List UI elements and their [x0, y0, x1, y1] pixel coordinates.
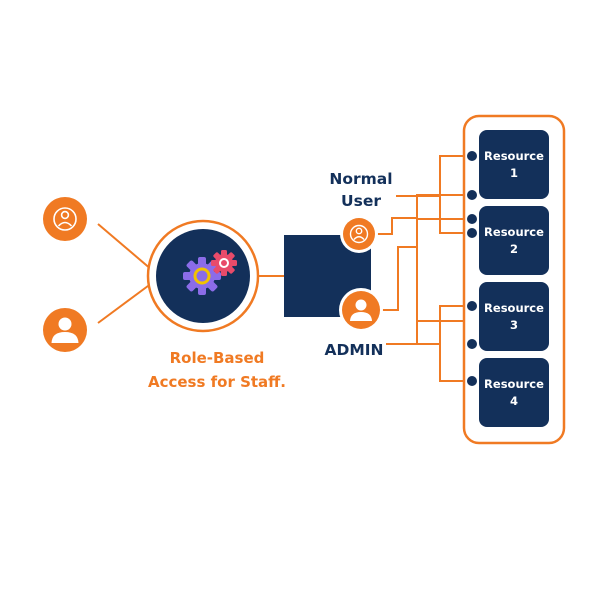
connector-user-admin	[376, 246, 417, 311]
normal-user-line2: User	[341, 192, 381, 210]
connector-admin-r4	[439, 344, 468, 382]
resource-name: Resource	[484, 224, 544, 239]
resource-number: 4	[509, 393, 518, 408]
connector-staff-top	[97, 223, 153, 271]
resource-name: Resource	[484, 300, 544, 315]
dot-r1-top	[467, 151, 477, 161]
center-label-line2: Access for Staff.	[147, 373, 287, 391]
normal-user-line1: Normal	[329, 170, 393, 188]
dot-r3-top	[467, 301, 477, 311]
admin-user-icon	[339, 288, 383, 332]
dot-r2-bottom	[467, 228, 477, 238]
connector-normal-bus	[396, 155, 468, 197]
dot-r2-top	[467, 214, 477, 224]
center-label-line1: Role-Based	[169, 349, 265, 367]
connector-dots	[467, 151, 477, 386]
resource-box-2[interactable]: Resource 2	[479, 206, 549, 275]
rbac-hub	[146, 219, 260, 333]
dot-r3-bottom	[467, 339, 477, 349]
center-label: Role-Based Access for Staff.	[122, 346, 312, 394]
resource-box-1[interactable]: Resource 1	[479, 130, 549, 199]
connector-staff-bottom	[97, 282, 153, 324]
gear-icon	[183, 250, 237, 295]
connector-user-normal	[376, 217, 417, 235]
admin-label: ADMIN	[324, 341, 384, 359]
resource-box-3[interactable]: Resource 3	[479, 282, 549, 351]
dot-r1-bottom	[467, 190, 477, 200]
resource-number: 2	[509, 241, 518, 256]
staff-user-top	[43, 197, 87, 241]
resource-name: Resource	[484, 376, 544, 391]
resource-number: 1	[509, 165, 518, 180]
connector-admin-lower	[386, 305, 468, 345]
staff-user-bottom	[43, 308, 87, 352]
resource-number: 3	[509, 317, 518, 332]
normal-user-label: Normal User	[318, 168, 404, 212]
resource-name: Resource	[484, 148, 544, 163]
resource-box-4[interactable]: Resource 4	[479, 358, 549, 427]
connector-lines	[97, 155, 468, 382]
connector-normal-r2	[439, 196, 468, 234]
normal-user-icon	[340, 215, 378, 253]
dot-r4	[467, 376, 477, 386]
